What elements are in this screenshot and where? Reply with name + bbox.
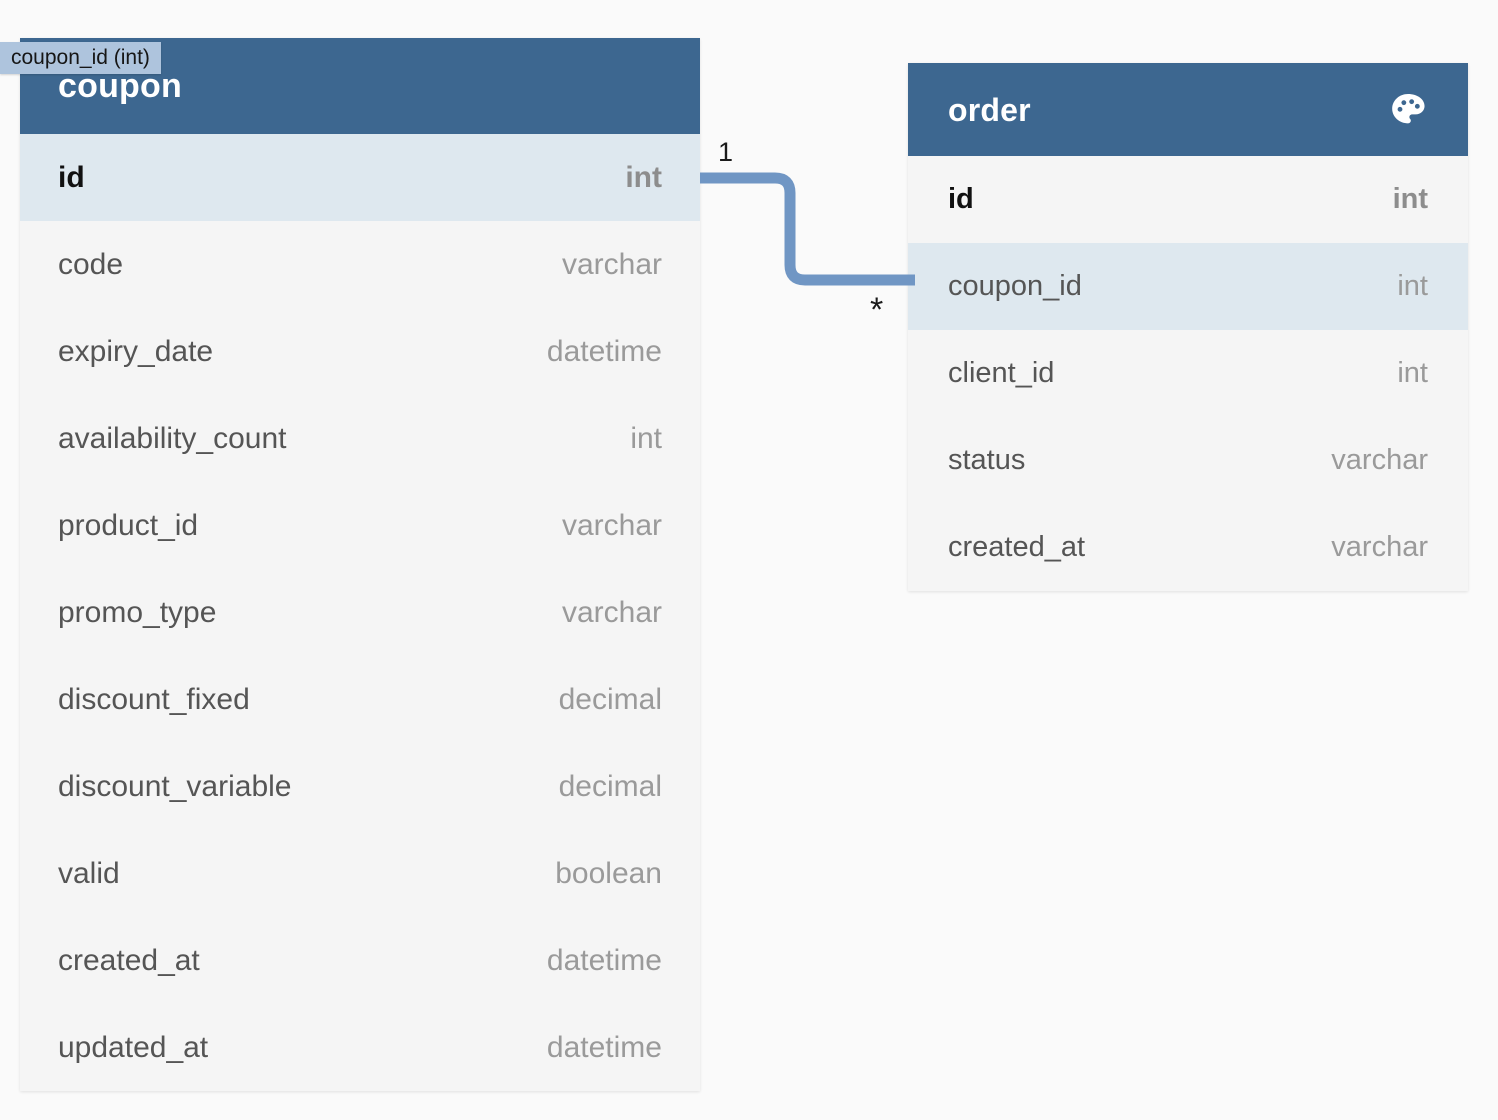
entity-title-order: order: [948, 91, 1031, 128]
attribute-name: discount_variable: [58, 769, 292, 803]
attribute-row-coupon-code[interactable]: code varchar: [20, 221, 700, 308]
entity-title-coupon: coupon: [58, 67, 182, 105]
attribute-name: client_id: [948, 357, 1055, 389]
attribute-name: created_at: [948, 531, 1086, 563]
entity-header-order[interactable]: order: [908, 63, 1468, 156]
attribute-row-coupon-updated-at[interactable]: updated_at datetime: [20, 1004, 700, 1091]
entity-table-coupon[interactable]: coupon id int code varchar expiry_date d…: [20, 38, 700, 1091]
attribute-name: status: [948, 444, 1026, 476]
attribute-name: created_at: [58, 943, 200, 977]
attribute-row-coupon-product-id[interactable]: product_id varchar: [20, 482, 700, 569]
attribute-row-coupon-created-at[interactable]: created_at datetime: [20, 917, 700, 1004]
attribute-row-coupon-expiry-date[interactable]: expiry_date datetime: [20, 308, 700, 395]
attribute-row-coupon-discount-variable[interactable]: discount_variable decimal: [20, 743, 700, 830]
attribute-row-order-status[interactable]: status varchar: [908, 417, 1468, 504]
entity-table-order[interactable]: order id int coupon_id int client_id int: [908, 63, 1468, 591]
palette-icon[interactable]: [1388, 90, 1428, 130]
attribute-type: int: [630, 421, 662, 455]
attribute-row-coupon-id[interactable]: id int: [20, 134, 700, 221]
attribute-row-coupon-promo-type[interactable]: promo_type varchar: [20, 569, 700, 656]
attribute-type: int: [1392, 183, 1428, 215]
attribute-row-order-id[interactable]: id int: [908, 156, 1468, 243]
attribute-name: id: [58, 160, 85, 194]
cardinality-label-target: *: [870, 291, 884, 329]
attribute-row-order-coupon-id[interactable]: coupon_id int: [908, 243, 1468, 330]
attribute-row-coupon-availability-count[interactable]: availability_count int: [20, 395, 700, 482]
attribute-name: availability_count: [58, 421, 287, 455]
attribute-name: valid: [58, 856, 120, 890]
attribute-type: boolean: [555, 856, 662, 890]
attribute-name: code: [58, 247, 124, 281]
attribute-type: varchar: [561, 508, 662, 542]
attribute-name: expiry_date: [58, 334, 214, 368]
attribute-type: int: [1397, 357, 1428, 389]
attribute-type: varchar: [561, 247, 662, 281]
attribute-name: product_id: [58, 508, 199, 542]
attribute-type: datetime: [546, 943, 662, 977]
attribute-row-coupon-valid[interactable]: valid boolean: [20, 830, 700, 917]
attribute-name: discount_fixed: [58, 682, 250, 716]
attribute-type: decimal: [558, 682, 662, 716]
attribute-name: promo_type: [58, 595, 217, 629]
attribute-name: id: [948, 183, 974, 215]
attribute-name: coupon_id: [948, 270, 1082, 302]
attribute-row-coupon-discount-fixed[interactable]: discount_fixed decimal: [20, 656, 700, 743]
attribute-type: varchar: [1331, 531, 1428, 563]
attribute-name: updated_at: [58, 1030, 209, 1064]
attribute-tooltip: coupon_id (int): [0, 42, 161, 74]
attribute-type: varchar: [1331, 444, 1428, 476]
attribute-type: int: [625, 160, 662, 194]
attribute-type: datetime: [546, 1030, 662, 1064]
relationship-connector-coupon-order[interactable]: [690, 130, 920, 330]
attribute-row-order-client-id[interactable]: client_id int: [908, 330, 1468, 417]
attribute-type: varchar: [561, 595, 662, 629]
attribute-type: datetime: [546, 334, 662, 368]
attribute-type: decimal: [558, 769, 662, 803]
cardinality-label-source: 1: [718, 137, 734, 167]
attribute-row-order-created-at[interactable]: created_at varchar: [908, 504, 1468, 591]
attribute-type: int: [1397, 270, 1428, 302]
